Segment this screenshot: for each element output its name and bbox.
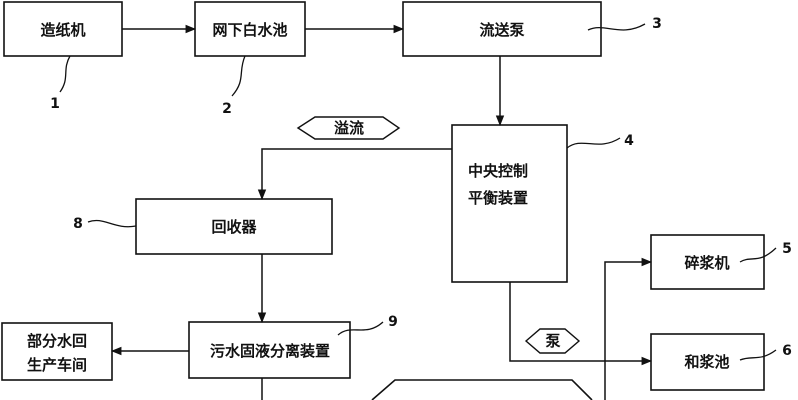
edge-tag-pump: 泵 [524, 328, 581, 354]
node-flow-pump: 流送泵 [402, 1, 602, 57]
node-central-control-label-1: 中央控制 [468, 162, 528, 180]
node-white-water-pit: 网下白水池 [194, 1, 306, 57]
node-return-water-label-2: 生产车间 [27, 356, 87, 374]
leader-4 [566, 137, 621, 149]
callouts [59, 23, 777, 361]
arrow-control-overflow-to-recycler [257, 148, 452, 201]
node-central-control: 中央控制 平衡装置 [451, 124, 568, 283]
callout-8: 8 [73, 216, 83, 232]
node-sewage-separator-label: 污水固液分离装置 [210, 342, 330, 360]
leader-8 [87, 219, 137, 228]
arrow-control-pump-to-mixing [509, 282, 653, 366]
leader-6 [739, 349, 777, 361]
leader-3 [587, 23, 646, 31]
node-recycler-label: 回收器 [211, 218, 257, 236]
edge-tag-overflow-label: 溢流 [334, 119, 364, 137]
node-recycler: 回收器 [135, 198, 333, 255]
callout-9: 9 [388, 314, 398, 330]
node-partial-hexagon [371, 379, 593, 400]
callout-2: 2 [222, 101, 232, 117]
node-pulper-label: 碎浆机 [684, 254, 729, 272]
edge-tag-overflow: 溢流 [296, 116, 401, 140]
leader-9 [337, 321, 384, 336]
node-return-water-label-1: 部分水回 [27, 332, 87, 350]
leader-2 [231, 55, 246, 97]
callout-5: 5 [782, 241, 792, 257]
node-pulper: 碎浆机 [650, 234, 765, 290]
node-sewage-separator: 污水固液分离装置 [188, 321, 351, 379]
node-return-water: 部分水回 生产车间 [1, 322, 113, 381]
callout-1: 1 [50, 96, 60, 112]
callout-4: 4 [624, 133, 634, 149]
arrow-up-to-pulper [604, 257, 653, 400]
node-mixing-pit-label: 和浆池 [684, 353, 729, 371]
node-white-water-pit-label: 网下白水池 [212, 21, 287, 39]
node-flow-pump-label: 流送泵 [479, 21, 524, 39]
node-paper-machine: 造纸机 [3, 1, 123, 57]
leader-1 [59, 55, 71, 93]
leader-5 [739, 247, 777, 263]
node-paper-machine-label: 造纸机 [40, 21, 85, 39]
connectors [110, 24, 653, 400]
callout-6: 6 [782, 343, 792, 359]
edge-tag-pump-label: 泵 [545, 332, 560, 350]
node-central-control-label-2: 平衡装置 [468, 189, 528, 207]
node-mixing-pit: 和浆池 [650, 333, 765, 391]
callout-3: 3 [652, 16, 662, 32]
